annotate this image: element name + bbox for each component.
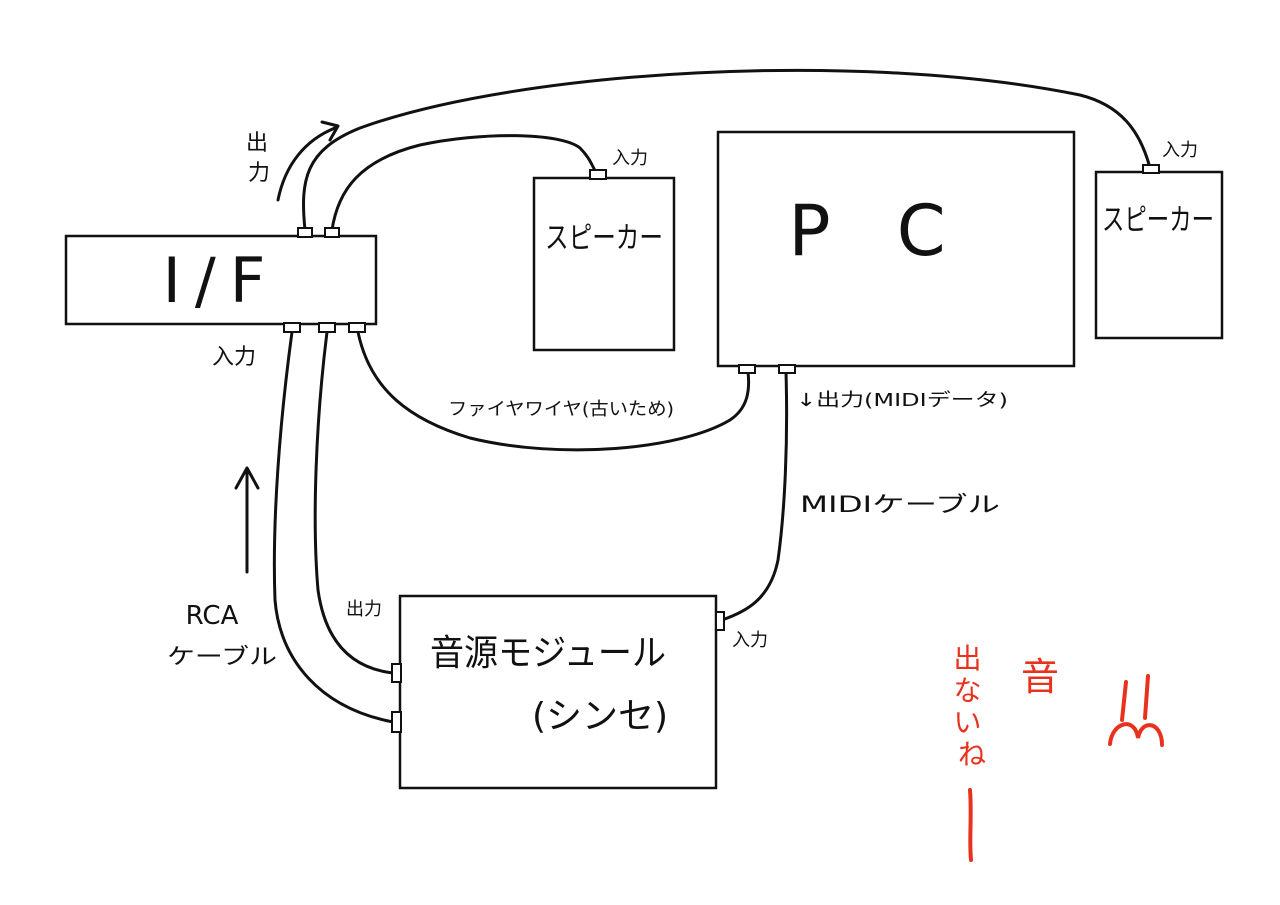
firewire-label: ファイヤワイヤ(古いため) <box>448 399 674 420</box>
midi-cable-label: MIDIケーブル <box>800 493 1000 518</box>
if-output-port-2 <box>324 227 340 238</box>
sound-module-label: 音源モジュール <box>430 633 666 674</box>
if-output-label: 出 力 <box>246 131 275 186</box>
speaker-left-label: スピーカー <box>545 221 663 256</box>
note-not-out-char-3: い <box>954 706 982 739</box>
note-long-dash <box>968 788 973 862</box>
module-rca-port-2 <box>391 711 402 733</box>
arrow-rca-up-icon <box>234 466 260 574</box>
if-input-port-1 <box>283 322 301 333</box>
cable-if-to-left-speaker <box>330 134 598 232</box>
pc-firewire-port <box>738 364 756 374</box>
if-input-port-2 <box>318 322 336 333</box>
rca-cable-label-line1: RCA <box>186 601 239 631</box>
crying-face-emoticon-icon <box>1108 674 1164 747</box>
note-not-out-char-2: な <box>954 674 982 707</box>
if-output-label-char-2: 力 <box>248 161 270 186</box>
if-firewire-port <box>348 322 366 333</box>
module-output-label: 出力 <box>346 599 382 620</box>
speaker-right-label: スピーカー <box>1102 203 1214 238</box>
speaker-left-box <box>532 176 676 352</box>
cable-midi <box>720 370 789 622</box>
cable-firewire <box>356 330 751 452</box>
if-output-port-1 <box>297 227 313 238</box>
pc-output-label: ↓出力(MIDIデータ) <box>796 390 1008 411</box>
pc-midi-port <box>778 364 796 374</box>
note-not-out: 出 な い ね <box>954 642 991 771</box>
note-not-out-char-4: ね <box>958 738 986 771</box>
note-not-out-char-1: 出 <box>954 642 982 675</box>
arrow-if-output-icon <box>276 120 340 202</box>
if-input-label: 入力 <box>212 345 256 370</box>
rca-cable-label-line2: ケーブル <box>167 645 277 670</box>
cable-rca-1 <box>272 330 395 724</box>
cable-if-to-right-speaker <box>302 68 1152 232</box>
if-output-label-char-1: 出 <box>246 131 268 156</box>
sound-module-sublabel: (シンセ) <box>532 696 668 737</box>
module-rca-port-1 <box>391 663 402 683</box>
sound-module-box <box>398 594 718 790</box>
pc-box <box>716 130 1076 368</box>
cable-rca-2 <box>313 330 395 675</box>
interface-label: I/F <box>163 244 280 317</box>
speaker-left-input-port <box>589 169 607 180</box>
pc-label: P C <box>788 190 967 272</box>
speaker-right-box <box>1094 170 1224 340</box>
speaker-right-input-label: 入力 <box>1162 140 1198 161</box>
speaker-left-input-label: 入力 <box>612 148 648 169</box>
module-input-label: 入力 <box>732 630 768 651</box>
speaker-right-input-port <box>1142 164 1160 174</box>
interface-box <box>64 234 378 326</box>
module-midi-port <box>715 611 725 631</box>
note-sound: 音 <box>1021 655 1059 699</box>
